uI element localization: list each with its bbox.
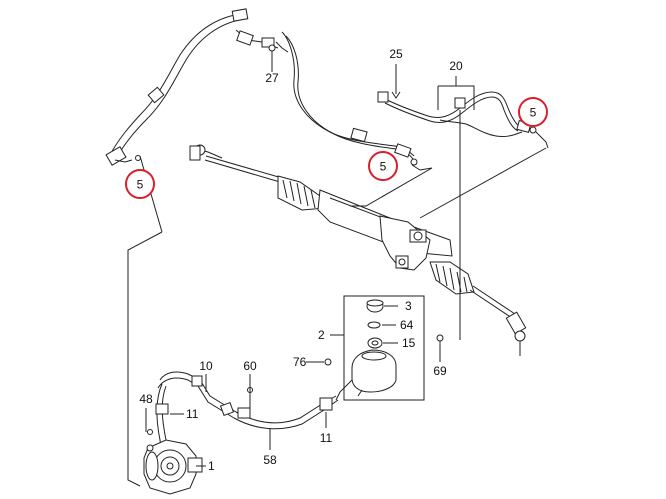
- callout-5-left-label: 5: [137, 178, 144, 192]
- callout-60: 60: [243, 359, 257, 373]
- suction-hose-58: [157, 371, 339, 430]
- reservoir-group-box: [330, 295, 425, 401]
- callout-64: 64: [400, 318, 414, 332]
- callout-76: 76: [293, 355, 307, 369]
- callout-5-center-label: 5: [380, 160, 387, 174]
- pressure-hose-left: [105, 8, 249, 166]
- callout-1: 1: [208, 459, 215, 473]
- callout-15: 15: [402, 336, 416, 350]
- callout-25: 25: [389, 47, 403, 61]
- callout-2: 2: [318, 328, 325, 342]
- callout-27: 27: [265, 71, 279, 85]
- hose-fitting-27: [235, 29, 289, 64]
- callout-20: 20: [449, 59, 463, 73]
- steering-rack: [189, 144, 527, 356]
- callout-11-left: 11: [186, 407, 199, 421]
- clip-76: [312, 358, 332, 366]
- callout-69: 69: [433, 364, 447, 378]
- reservoir: [335, 299, 397, 401]
- callout-5-center[interactable]: 5: [368, 151, 398, 181]
- callout-5-right[interactable]: 5: [518, 97, 548, 127]
- callout-10: 10: [199, 359, 213, 373]
- callout-11-right: 11: [320, 431, 333, 445]
- power-steering-pump: [143, 429, 203, 495]
- callout-48: 48: [139, 392, 153, 406]
- callout-3: 3: [405, 299, 412, 313]
- pressure-line-center: [281, 31, 433, 171]
- return-pipe-69: [436, 110, 461, 360]
- group-bracket-lines: [127, 64, 547, 487]
- callout-58: 58: [263, 453, 277, 467]
- return-line-upper-right: [377, 68, 549, 149]
- callout-5-right-label: 5: [530, 106, 537, 120]
- callout-5-left[interactable]: 5: [125, 169, 155, 199]
